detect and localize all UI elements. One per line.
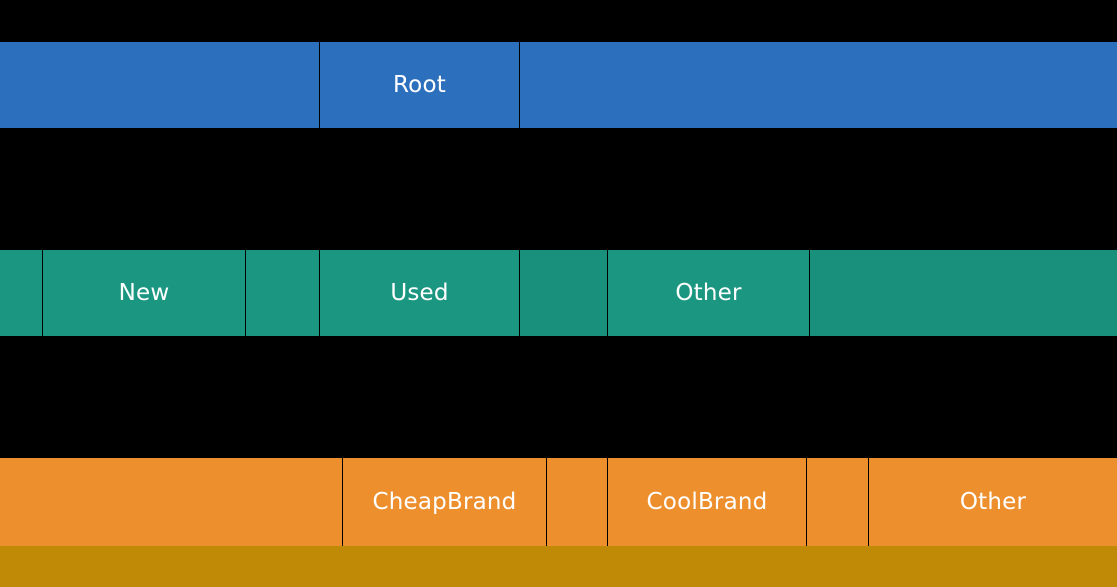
- partition-segment-label: Other: [959, 488, 1027, 515]
- partition-segment-new[interactable]: New: [43, 250, 245, 336]
- partition-segment-unlabeled[interactable]: [547, 458, 607, 546]
- partition-segment-cheapbrand[interactable]: CheapBrand: [343, 458, 546, 546]
- partition-segment-unlabeled[interactable]: [246, 250, 319, 336]
- partition-segment-unlabeled[interactable]: [0, 458, 342, 546]
- partition-segment-label: CheapBrand: [372, 488, 517, 515]
- partition-segment-label: CoolBrand: [646, 488, 768, 515]
- partition-segment-coolbrand[interactable]: CoolBrand: [608, 458, 806, 546]
- partition-segment-unlabeled[interactable]: [0, 546, 1117, 587]
- hierarchy-level-brand: CheapBrand CoolBrand Other: [0, 458, 1117, 546]
- hierarchy-level-root: Root: [0, 42, 1117, 128]
- partition-segment-unlabeled[interactable]: [0, 42, 319, 128]
- partition-segment-unlabeled[interactable]: [0, 250, 42, 336]
- partition-segment-used[interactable]: Used: [320, 250, 519, 336]
- hierarchy-level-leaf: [0, 546, 1117, 587]
- partition-segment-unlabeled[interactable]: [520, 42, 1117, 128]
- partition-segment-other[interactable]: Other: [869, 458, 1117, 546]
- partition-segment-unlabeled[interactable]: [810, 250, 1117, 336]
- partition-segment-label: New: [118, 279, 170, 306]
- partition-segment-other[interactable]: Other: [608, 250, 809, 336]
- partition-segment-label: Used: [390, 279, 449, 306]
- partition-segment-label: Root: [393, 71, 446, 98]
- partition-segment-unlabeled[interactable]: [807, 458, 868, 546]
- partition-segment-root[interactable]: Root: [320, 42, 519, 128]
- partition-segment-label: Other: [675, 279, 742, 306]
- partition-segment-unlabeled[interactable]: [520, 250, 607, 336]
- hierarchy-level-condition: New Used Other: [0, 250, 1117, 336]
